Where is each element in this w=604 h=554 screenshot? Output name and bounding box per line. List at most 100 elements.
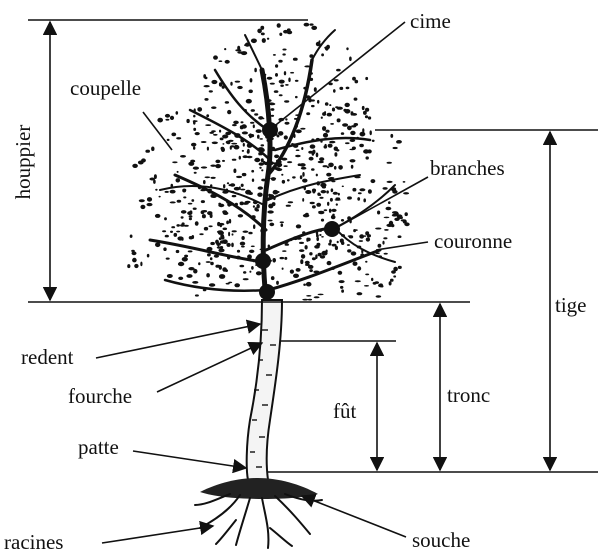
leaf-speck	[362, 106, 365, 110]
leaf-speck	[180, 155, 186, 158]
leaf-speck	[383, 237, 387, 239]
leaf-speck	[342, 123, 348, 126]
racines-leader	[102, 526, 213, 543]
leaf-speck	[257, 135, 260, 139]
leaf-speck	[224, 48, 226, 50]
leaf-speck	[305, 261, 310, 265]
leaf-speck	[211, 106, 216, 109]
leaf-speck	[332, 108, 335, 112]
label-coupelle: coupelle	[70, 76, 141, 100]
leaf-speck	[359, 234, 364, 238]
leaf-speck	[222, 160, 225, 162]
leaf-speck	[319, 157, 324, 161]
leaf-speck	[189, 236, 193, 239]
leaf-speck	[204, 227, 208, 231]
leaf-speck	[230, 146, 232, 150]
leaf-speck	[329, 209, 332, 213]
leaf-speck	[311, 26, 317, 30]
leaf-speck	[172, 161, 177, 163]
leaf-speck	[272, 202, 276, 206]
leaf-speck	[226, 221, 229, 225]
leaf-speck	[309, 269, 313, 272]
leaf-speck	[236, 176, 242, 178]
leaf-speck	[206, 261, 211, 263]
leaf-speck	[259, 167, 261, 169]
leaf-speck	[241, 121, 244, 123]
leaf-speck	[278, 131, 283, 136]
leaf-speck	[206, 114, 209, 117]
leaf-speck	[180, 224, 185, 227]
leaf-speck	[209, 283, 215, 287]
leaf-speck	[311, 168, 315, 171]
leaf-speck	[353, 262, 358, 266]
leaf-speck	[183, 196, 186, 198]
leaf-speck	[387, 162, 392, 164]
leaf-speck	[209, 225, 213, 227]
leaf-speck	[282, 49, 286, 51]
leaf-speck	[222, 210, 227, 213]
leaf-speck	[253, 205, 255, 208]
leaf-speck	[383, 187, 388, 190]
leaf-speck	[182, 257, 188, 262]
leaf-speck	[225, 101, 229, 104]
leaf-speck	[242, 150, 244, 152]
leaf-speck	[210, 242, 215, 245]
leaf-speck	[227, 110, 231, 114]
leaf-speck	[132, 251, 137, 255]
leaf-speck	[243, 278, 249, 280]
leaf-speck	[336, 69, 341, 72]
leaf-speck	[370, 130, 372, 135]
leaf-speck	[322, 112, 326, 116]
leaf-speck	[290, 72, 294, 74]
leaf-speck	[357, 197, 360, 201]
leaf-speck	[203, 74, 206, 78]
leaf-speck	[386, 224, 392, 227]
leaf-speck	[282, 268, 284, 270]
leaf-speck	[351, 251, 357, 255]
souche-leader	[302, 496, 406, 537]
leaf-speck	[251, 39, 257, 44]
leaf-speck	[312, 257, 316, 260]
leaf-speck	[261, 144, 265, 146]
leaf-speck	[177, 200, 182, 203]
leaf-speck	[275, 64, 278, 68]
leaf-speck	[165, 114, 170, 118]
leaf-speck	[221, 147, 225, 150]
label-fourche: fourche	[68, 384, 132, 408]
leaf-speck	[166, 258, 170, 260]
branches-node	[324, 221, 340, 237]
leaf-speck	[299, 249, 304, 252]
leaf-speck	[345, 103, 350, 107]
leaf-speck	[392, 190, 397, 194]
leaf-speck	[195, 132, 200, 135]
leaf-speck	[309, 157, 314, 161]
leaf-speck	[318, 294, 324, 296]
leaf-speck	[181, 210, 187, 214]
leaf-speck	[336, 149, 339, 151]
cime-leader	[272, 22, 405, 128]
leaf-speck	[302, 198, 304, 202]
leaf-speck	[344, 109, 350, 114]
leaf-speck	[346, 87, 350, 90]
leaf-speck	[316, 153, 319, 158]
leaf-speck	[337, 107, 343, 110]
leaf-speck	[322, 186, 326, 189]
leaf-speck	[189, 210, 192, 214]
leaf-speck	[296, 268, 301, 272]
leaf-speck	[127, 264, 130, 268]
leaf-speck	[340, 286, 343, 289]
leaf-speck	[210, 214, 213, 219]
leaf-speck	[251, 170, 254, 173]
leaf-speck	[309, 23, 313, 25]
leaf-speck	[358, 192, 362, 194]
leaf-speck	[141, 158, 146, 162]
leaf-speck	[192, 281, 198, 284]
leaf-speck	[240, 202, 244, 206]
leaf-speck	[147, 197, 152, 202]
leaf-speck	[362, 128, 364, 133]
leaf-speck	[334, 166, 337, 170]
leaf-speck	[328, 243, 331, 246]
leaf-speck	[328, 163, 334, 168]
leaf-speck	[282, 180, 285, 184]
leaf-speck	[145, 150, 150, 153]
